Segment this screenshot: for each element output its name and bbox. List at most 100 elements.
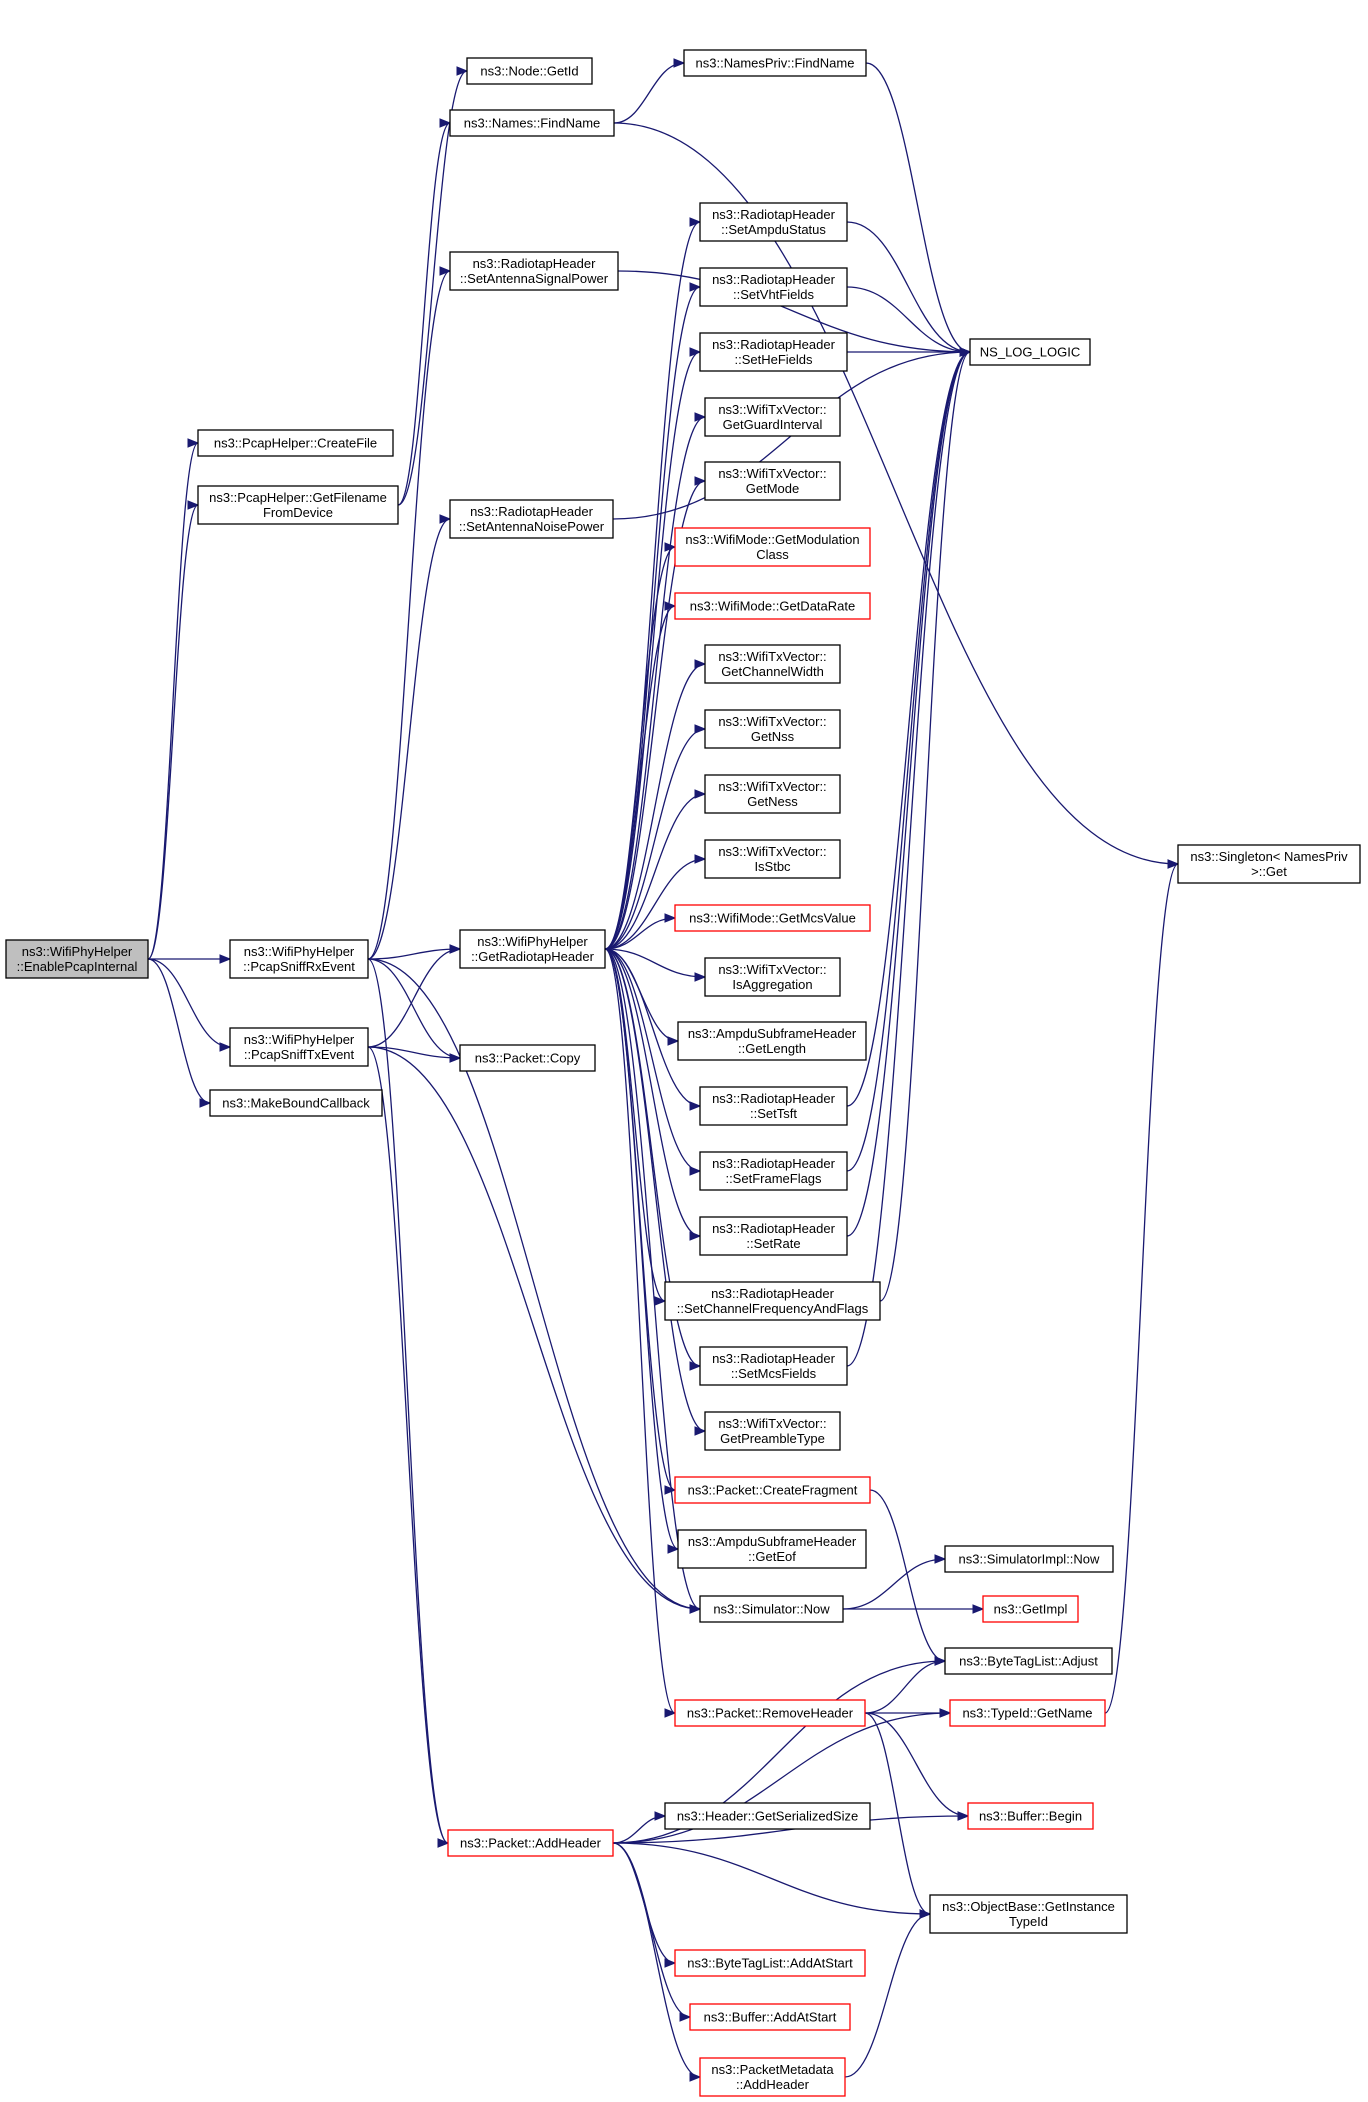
node-ampdulen[interactable]: ns3::AmpduSubframeHeader::GetLength <box>677 1021 867 1061</box>
node-box <box>699 1595 844 1623</box>
node-box <box>982 1595 1079 1623</box>
node-guardint[interactable]: ns3::WifiTxVector::GetGuardInterval <box>704 397 841 437</box>
node-sniffrx[interactable]: ns3::WifiPhyHelper::PcapSniffRxEvent <box>229 939 369 979</box>
node-box <box>683 49 867 77</box>
node-snifftx[interactable]: ns3::WifiPhyHelper::PcapSniffTxEvent <box>229 1027 369 1067</box>
node-datarate[interactable]: ns3::WifiMode::GetDataRate <box>674 592 871 620</box>
node-box <box>949 1699 1106 1727</box>
node-label: GetNss <box>751 729 795 744</box>
edge-addheader-to-typeidname <box>612 1708 952 1844</box>
node-bufbegin[interactable]: ns3::Buffer::Begin <box>967 1802 1094 1830</box>
node-label: ::SetFrameFlags <box>725 1171 822 1186</box>
node-getmode[interactable]: ns3::WifiTxVector::GetMode <box>704 461 841 501</box>
edge-createfrag-to-adjust <box>869 1489 947 1666</box>
node-ness[interactable]: ns3::WifiTxVector::GetNess <box>704 774 841 814</box>
edge-getradiotap-to-chfreq <box>604 948 667 1306</box>
edge-snifftx-to-getradiotap <box>367 944 462 1048</box>
node-addheader[interactable]: ns3::Packet::AddHeader <box>447 1829 614 1857</box>
node-createfile[interactable]: ns3::PcapHelper::CreateFile <box>197 429 394 457</box>
node-label: ns3::WifiMode::GetDataRate <box>690 599 855 614</box>
node-root[interactable]: ns3::WifiPhyHelper::EnablePcapInternal <box>5 939 149 979</box>
node-sigpower[interactable]: ns3::RadiotapHeader::SetAntennaSignalPow… <box>449 251 619 291</box>
node-label: ns3::Buffer::Begin <box>979 1809 1082 1824</box>
node-label: ns3::ByteTagList::AddAtStart <box>687 1956 853 1971</box>
node-label: ns3::RadiotapHeader <box>712 1351 836 1366</box>
edge-getradiotap-to-stbc <box>604 854 707 950</box>
node-mcsfields[interactable]: ns3::RadiotapHeader::SetMcsFields <box>699 1346 848 1386</box>
node-label: ::PcapSniffRxEvent <box>243 959 355 974</box>
node-box <box>197 429 394 457</box>
node-geteof[interactable]: ns3::AmpduSubframeHeader::GetEof <box>677 1529 867 1569</box>
node-pktcopy[interactable]: ns3::Packet::Copy <box>459 1044 596 1072</box>
edge-getradiotap-to-chwidth <box>604 659 707 950</box>
node-label: TypeId <box>1009 1914 1048 1929</box>
node-typeidname[interactable]: ns3::TypeId::GetName <box>949 1699 1106 1727</box>
node-namesprivfind[interactable]: ns3::NamesPriv::FindName <box>683 49 867 77</box>
node-noisepower[interactable]: ns3::RadiotapHeader::SetAntennaNoisePowe… <box>449 499 614 539</box>
node-chwidth[interactable]: ns3::WifiTxVector::GetChannelWidth <box>704 644 841 684</box>
node-label: ns3::WifiPhyHelper <box>244 944 355 959</box>
node-label: IsStbc <box>754 859 791 874</box>
edge-getradiotap-to-geteof <box>604 948 680 1554</box>
node-box <box>447 1829 614 1857</box>
node-label: Class <box>756 547 789 562</box>
edge-getradiotap-to-setrate <box>604 948 702 1241</box>
node-btladdstart[interactable]: ns3::ByteTagList::AddAtStart <box>674 1949 866 1977</box>
node-box <box>699 1086 848 1126</box>
edge-simnow-to-getimpl <box>843 1604 985 1614</box>
node-getid[interactable]: ns3::Node::GetId <box>466 57 593 85</box>
node-chfreq[interactable]: ns3::RadiotapHeader::SetChannelFrequency… <box>664 1281 881 1321</box>
edge-getradiotap-to-preamble <box>604 948 707 1436</box>
node-pmaddheader[interactable]: ns3::PacketMetadata::AddHeader <box>699 2057 846 2097</box>
edge-removeheader-to-bufbegin <box>864 1712 970 1821</box>
node-box <box>967 1802 1094 1830</box>
node-label: GetChannelWidth <box>721 664 824 679</box>
node-label: >::Get <box>1251 864 1287 879</box>
node-vhtfields[interactable]: ns3::RadiotapHeader::SetVhtFields <box>699 267 848 307</box>
node-box <box>674 1476 871 1504</box>
edge-getradiotap-to-guardint <box>604 412 707 950</box>
node-serialsize[interactable]: ns3::Header::GetSerializedSize <box>664 1802 871 1830</box>
node-mcsvalue[interactable]: ns3::WifiMode::GetMcsValue <box>674 904 871 932</box>
node-label: ns3::Node::GetId <box>480 64 578 79</box>
node-removeheader[interactable]: ns3::Packet::RemoveHeader <box>674 1699 866 1727</box>
node-preamble[interactable]: ns3::WifiTxVector::GetPreambleType <box>704 1411 841 1451</box>
node-setrate[interactable]: ns3::RadiotapHeader::SetRate <box>699 1216 848 1256</box>
node-box <box>5 939 149 979</box>
node-namesfind[interactable]: ns3::Names::FindName <box>449 109 615 137</box>
node-getradiotap[interactable]: ns3::WifiPhyHelper::GetRadiotapHeader <box>459 929 606 969</box>
edge-sniffrx-to-sigpower <box>367 266 452 960</box>
node-settsft[interactable]: ns3::RadiotapHeader::SetTsft <box>699 1086 848 1126</box>
node-isagg[interactable]: ns3::WifiTxVector::IsAggregation <box>704 957 841 997</box>
node-simimplnow[interactable]: ns3::SimulatorImpl::Now <box>944 1545 1114 1573</box>
node-box <box>704 774 841 814</box>
node-ampdustatus[interactable]: ns3::RadiotapHeader::SetAmpduStatus <box>699 202 848 242</box>
node-nss[interactable]: ns3::WifiTxVector::GetNss <box>704 709 841 749</box>
node-makebound[interactable]: ns3::MakeBoundCallback <box>209 1089 383 1117</box>
node-box <box>704 957 841 997</box>
node-bufaddstart[interactable]: ns3::Buffer::AddAtStart <box>689 2003 851 2031</box>
node-label: ns3::PcapHelper::GetFilename <box>209 490 387 505</box>
node-nslog[interactable]: NS_LOG_LOGIC <box>969 338 1091 366</box>
node-label: ::SetAntennaSignalPower <box>460 271 609 286</box>
node-simnow[interactable]: ns3::Simulator::Now <box>699 1595 844 1623</box>
node-getimpl[interactable]: ns3::GetImpl <box>982 1595 1079 1623</box>
node-box <box>704 839 841 879</box>
node-label: ::GetLength <box>738 1041 806 1056</box>
node-createfrag[interactable]: ns3::Packet::CreateFragment <box>674 1476 871 1504</box>
node-stbc[interactable]: ns3::WifiTxVector::IsStbc <box>704 839 841 879</box>
node-label: ::GetRadiotapHeader <box>471 949 595 964</box>
node-frameflags[interactable]: ns3::RadiotapHeader::SetFrameFlags <box>699 1151 848 1191</box>
node-box <box>704 644 841 684</box>
node-singleton[interactable]: ns3::Singleton< NamesPriv>::Get <box>1177 844 1361 884</box>
node-label: ns3::Packet::RemoveHeader <box>687 1706 854 1721</box>
node-hefields[interactable]: ns3::RadiotapHeader::SetHeFields <box>699 332 848 372</box>
node-label: ns3::RadiotapHeader <box>470 504 594 519</box>
node-label: ns3::WifiPhyHelper <box>22 944 133 959</box>
node-adjust[interactable]: ns3::ByteTagList::Adjust <box>944 1647 1113 1675</box>
node-label: ns3::GetImpl <box>994 1602 1068 1617</box>
